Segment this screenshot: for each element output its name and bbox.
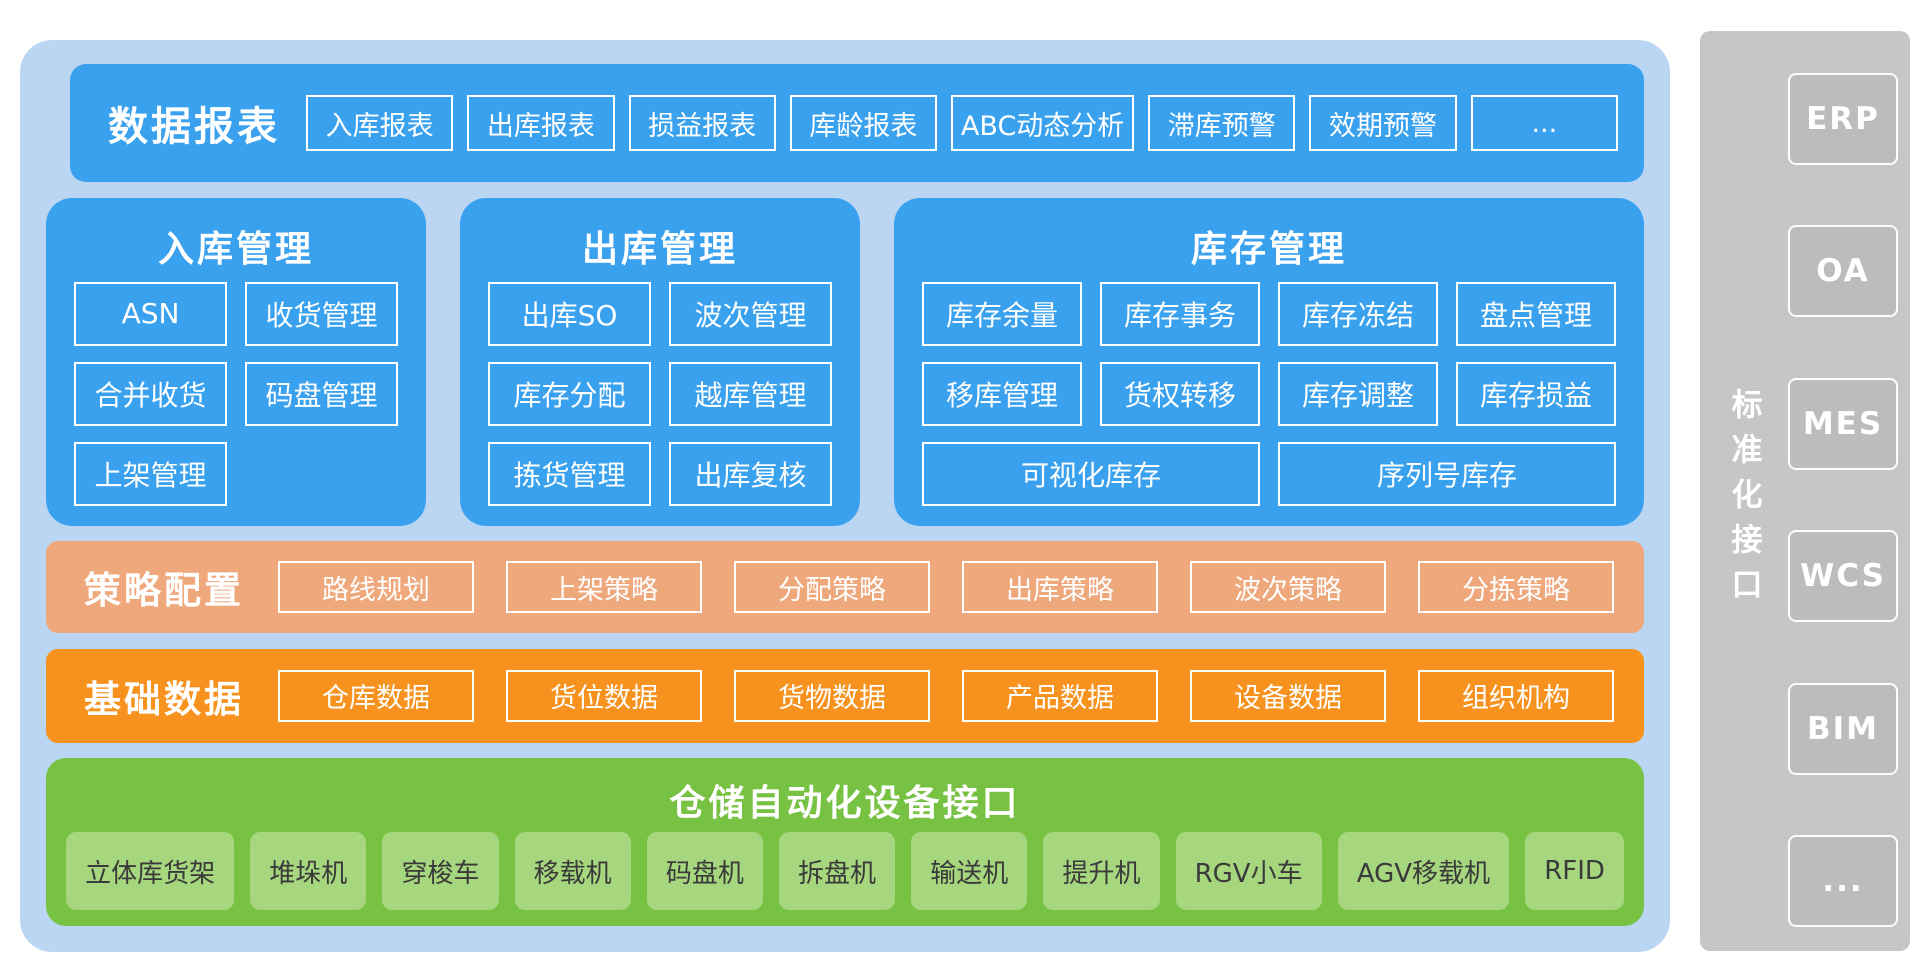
basic-data-item: 仓库数据 (278, 669, 474, 722)
interface-item: MES (1788, 377, 1898, 470)
strategy-bar: 策略配置 路线规划 上架策略 分配策略 出库策略 波次策略 分拣策略 (46, 541, 1644, 633)
basic-data-item: 货物数据 (734, 669, 930, 722)
module-item: 库存事务 (1100, 281, 1260, 346)
strategy-item: 分配策略 (734, 561, 930, 613)
device-item: RGV小车 (1175, 832, 1322, 910)
device-item: 移载机 (514, 832, 631, 910)
module-item: ASN (74, 281, 227, 346)
device-item: AGV移载机 (1337, 832, 1510, 910)
strategy-item: 波次策略 (1190, 561, 1386, 613)
outbound-panel-title: 出库管理 (581, 228, 738, 270)
inventory-panel: 库存管理 库存余量 库存事务 库存冻结 盘点管理 移库管理 货权转移 库存调整 … (894, 197, 1644, 526)
report-item: 入库报表 (306, 95, 454, 151)
module-item: 序列号库存 (1278, 441, 1616, 506)
module-item: 出库SO (488, 281, 651, 346)
automation-device-panel: 仓储自动化设备接口 立体库货架 堆垛机 穿梭车 移载机 码盘机 拆盘机 输送机 … (46, 758, 1644, 926)
module-item: 库存分配 (488, 361, 651, 426)
basic-data-bar-title: 基础数据 (84, 677, 244, 721)
basic-data-items: 仓库数据 货位数据 货物数据 产品数据 设备数据 组织机构 (278, 669, 1614, 722)
basic-data-bar: 基础数据 仓库数据 货位数据 货物数据 产品数据 设备数据 组织机构 (46, 648, 1644, 743)
outbound-panel: 出库管理 出库SO 波次管理 库存分配 越库管理 拣货管理 出库复核 (460, 197, 860, 526)
module-item: 货权转移 (1100, 361, 1260, 426)
wms-architecture-diagram: 数据报表 入库报表 出库报表 损益报表 库龄报表 ABC动态分析 滞库预警 效期… (20, 40, 1670, 952)
interface-item: WCS (1788, 530, 1898, 623)
device-item: 堆垛机 (250, 832, 367, 910)
inbound-grid: ASN 收货管理 合并收货 码盘管理 上架管理 (74, 281, 398, 506)
module-item: 库存冻结 (1278, 281, 1438, 346)
basic-data-item: 货位数据 (506, 669, 702, 722)
device-item: RFID (1525, 832, 1624, 910)
strategy-item: 出库策略 (962, 561, 1158, 613)
strategy-item: 上架策略 (506, 561, 702, 613)
interface-item-more: ... (1788, 834, 1898, 927)
management-panels: 入库管理 ASN 收货管理 合并收货 码盘管理 上架管理 出库管理 出库SO 波… (46, 197, 1644, 526)
module-item: 库存调整 (1278, 361, 1438, 426)
interface-item: OA (1788, 225, 1898, 318)
standard-interface-label: 标准化接口 (1725, 387, 1762, 613)
device-item: 码盘机 (646, 832, 763, 910)
basic-data-item: 组织机构 (1418, 669, 1614, 722)
strategy-item: 分拣策略 (1418, 561, 1614, 613)
device-item: 提升机 (1043, 832, 1160, 910)
basic-data-item: 产品数据 (962, 669, 1158, 722)
automation-device-panel-title: 仓储自动化设备接口 (669, 783, 1021, 824)
module-item: 盘点管理 (1456, 281, 1616, 346)
device-item: 立体库货架 (66, 832, 235, 910)
module-item: 合并收货 (74, 361, 227, 426)
report-item: ABC动态分析 (951, 95, 1135, 151)
report-item: 滞库预警 (1148, 95, 1296, 151)
report-bar: 数据报表 入库报表 出库报表 损益报表 库龄报表 ABC动态分析 滞库预警 效期… (70, 64, 1644, 182)
module-item: 库存余量 (922, 281, 1082, 346)
module-item: 库存损益 (1456, 361, 1616, 426)
module-item: 可视化库存 (922, 441, 1260, 506)
report-item: 出库报表 (467, 95, 615, 151)
module-item: 拣货管理 (488, 441, 651, 506)
device-item: 输送机 (911, 832, 1028, 910)
report-item: 库龄报表 (789, 95, 938, 151)
strategy-bar-title: 策略配置 (84, 569, 244, 612)
report-item-more: ... (1470, 95, 1618, 151)
device-item: 穿梭车 (382, 832, 499, 910)
strategy-items: 路线规划 上架策略 分配策略 出库策略 波次策略 分拣策略 (278, 561, 1614, 613)
standard-interface-label-wrap: 标准化接口 (1700, 73, 1788, 927)
inbound-panel-title: 入库管理 (157, 228, 314, 270)
device-item: 拆盘机 (778, 832, 896, 910)
inventory-panel-title: 库存管理 (1190, 228, 1347, 270)
device-items: 立体库货架 堆垛机 穿梭车 移载机 码盘机 拆盘机 输送机 提升机 RGV小车 … (66, 832, 1624, 910)
module-item: 码盘管理 (245, 361, 398, 426)
interface-item: ERP (1788, 73, 1898, 165)
module-item: 波次管理 (669, 281, 832, 346)
module-item: 收货管理 (245, 281, 398, 346)
module-item: 越库管理 (669, 361, 832, 426)
interface-item: BIM (1788, 682, 1898, 775)
report-item: 效期预警 (1309, 95, 1457, 151)
interface-items: ERP OA MES WCS BIM ... (1788, 73, 1898, 927)
inventory-grid: 库存余量 库存事务 库存冻结 盘点管理 移库管理 货权转移 库存调整 库存损益 … (922, 281, 1616, 506)
report-item: 损益报表 (628, 95, 776, 151)
strategy-item: 路线规划 (278, 561, 474, 613)
report-items: 入库报表 出库报表 损益报表 库龄报表 ABC动态分析 滞库预警 效期预警 ..… (306, 95, 1618, 151)
module-item: 出库复核 (669, 441, 832, 506)
inbound-panel: 入库管理 ASN 收货管理 合并收货 码盘管理 上架管理 (46, 197, 426, 526)
module-item: 上架管理 (74, 441, 227, 506)
module-item: 移库管理 (922, 361, 1082, 426)
basic-data-item: 设备数据 (1190, 669, 1386, 722)
outbound-grid: 出库SO 波次管理 库存分配 越库管理 拣货管理 出库复核 (488, 281, 832, 506)
standard-interface-panel: 标准化接口 ERP OA MES WCS BIM ... (1700, 31, 1910, 951)
report-bar-title: 数据报表 (108, 104, 280, 150)
